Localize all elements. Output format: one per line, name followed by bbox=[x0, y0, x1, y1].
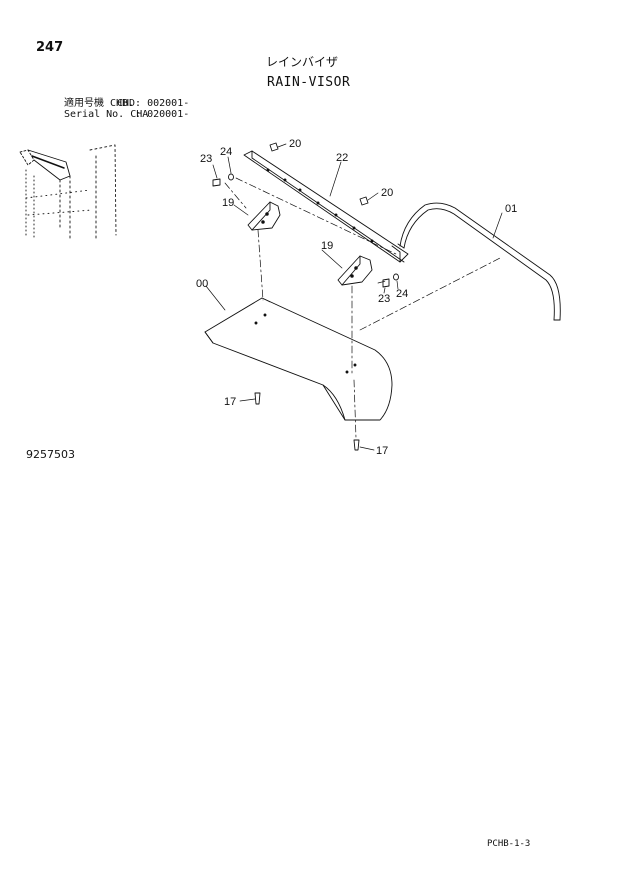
bolt-part bbox=[269, 142, 279, 152]
callout-label: 24 bbox=[220, 146, 232, 158]
callout-label: 17 bbox=[376, 445, 388, 457]
serial-row-value: : 020001- bbox=[117, 109, 190, 120]
page-title: RAIN-VISOR bbox=[267, 75, 351, 90]
washer-part bbox=[393, 273, 399, 281]
callout-label: 00 bbox=[196, 278, 208, 290]
callout-label: 22 bbox=[336, 152, 348, 164]
bolt-part bbox=[212, 178, 221, 187]
serial-row-label: 適用号機 CHB. bbox=[64, 98, 135, 109]
location-key-sketch bbox=[19, 144, 117, 241]
bracket-part bbox=[247, 201, 281, 231]
bolt-part bbox=[382, 278, 390, 288]
bracket-part bbox=[337, 255, 373, 286]
visor-panel-part bbox=[204, 297, 393, 421]
screw-part bbox=[254, 392, 261, 405]
screw-part bbox=[353, 439, 360, 451]
washer-part bbox=[228, 173, 234, 181]
leader-lines bbox=[205, 143, 503, 451]
serial-row-value: CHD: 002001- bbox=[117, 98, 190, 109]
callout-label: 01 bbox=[505, 203, 517, 215]
page-number: 247 bbox=[36, 40, 64, 55]
callout-label: 17 bbox=[224, 396, 236, 408]
callout-label: 23 bbox=[378, 293, 390, 305]
callout-label: 19 bbox=[222, 197, 234, 209]
mounting-rail-part bbox=[243, 150, 409, 263]
callout-label: 19 bbox=[321, 240, 333, 252]
callout-label: 20 bbox=[289, 138, 301, 150]
page-title-japanese: レインバイザ bbox=[266, 55, 339, 69]
footer-code: PCHB-1-3 bbox=[487, 839, 531, 849]
serial-row-label: Serial No. CHA bbox=[64, 109, 149, 120]
callout-label: 20 bbox=[381, 187, 393, 199]
bolt-part bbox=[359, 196, 369, 206]
drawing-number: 9257503 bbox=[26, 448, 75, 461]
callout-label: 23 bbox=[200, 153, 212, 165]
assembly-lines bbox=[224, 177, 501, 439]
seal-strip-part bbox=[397, 202, 561, 321]
callout-label: 24 bbox=[396, 288, 408, 300]
